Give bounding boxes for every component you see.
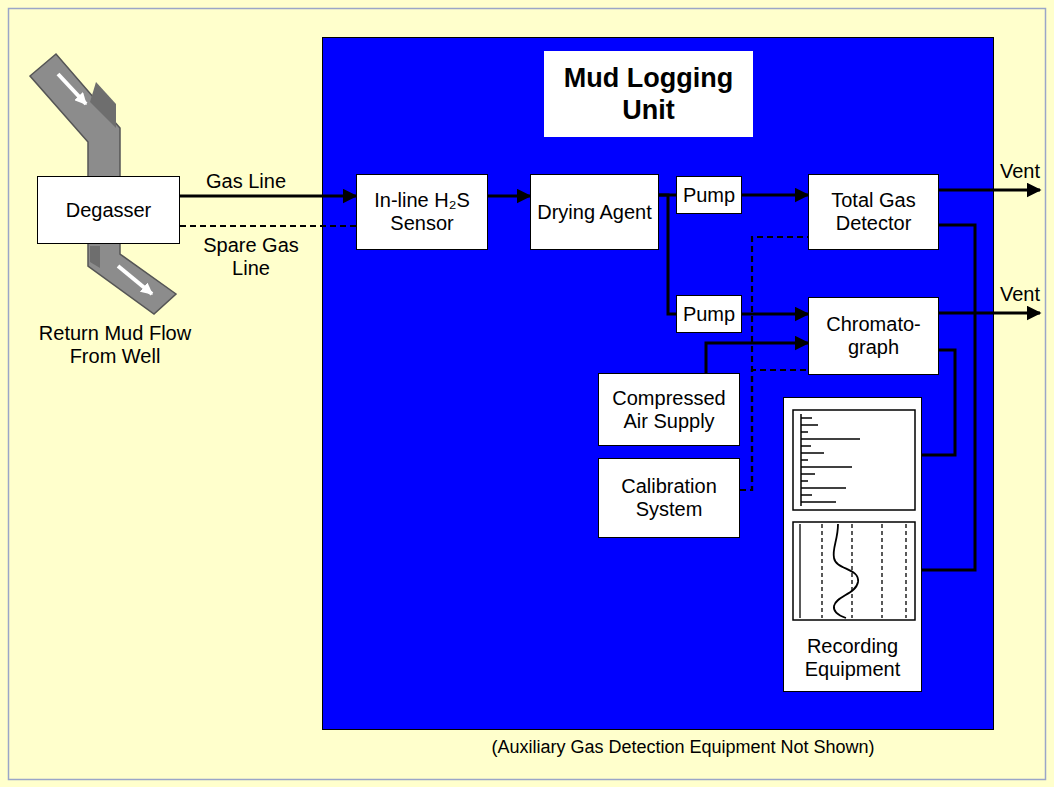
gas-line — [659, 195, 676, 314]
chart-bar — [801, 480, 808, 482]
box-label: In-line H₂S Sensor — [361, 189, 483, 235]
strip-grid-line — [905, 524, 906, 618]
box-label: Drying Agent — [537, 201, 652, 224]
chart-bar — [801, 438, 860, 440]
box-label: Pump — [683, 303, 735, 326]
vent-line — [936, 189, 1040, 192]
chromatogram-chart — [793, 410, 915, 510]
gas-line — [742, 194, 808, 197]
mud-pipe-shade — [90, 246, 100, 268]
gas-line — [706, 343, 808, 373]
detector-box: Total Gas Detector — [808, 174, 939, 250]
note-label: (Auxiliary Gas Detection Equipment Not S… — [413, 737, 953, 758]
strip-chart-grid — [800, 524, 906, 618]
line-label: Spare Gas Line — [203, 234, 299, 280]
box-label: Degasser — [66, 199, 152, 222]
box-label: Total Gas Detector — [813, 189, 934, 235]
page-frame — [9, 9, 1046, 780]
pump-box: Pump — [676, 176, 742, 214]
box-label: Recording Equipment — [788, 635, 917, 681]
vent-label: Vent — [996, 283, 1044, 306]
unit-panel: Mud Logging UnitIn-line H₂S Sensor Drying… — [322, 37, 994, 730]
chart-bar — [801, 452, 824, 454]
gas-line — [922, 225, 975, 570]
chromatogram-peaks — [801, 414, 860, 506]
box-label: Calibration System — [603, 475, 735, 521]
supply-box: Calibration System — [598, 458, 740, 538]
mud-pipe — [88, 242, 176, 314]
detector-box: Chromato- graph — [808, 297, 939, 375]
chart-bar — [801, 424, 818, 426]
unit-title: Mud Logging Unit — [544, 51, 753, 137]
dashed-gas-line — [180, 225, 356, 227]
strip-trace — [834, 524, 859, 618]
strip-grid-line — [881, 524, 882, 618]
supply-box: Compressed Air Supply — [598, 373, 740, 446]
flow-arrow — [58, 74, 86, 104]
gas-line — [180, 195, 356, 198]
degasser-box: Degasser — [37, 176, 180, 244]
chart-bar — [801, 473, 815, 475]
strip-grid-line — [799, 524, 800, 618]
chart-bar — [801, 487, 846, 489]
strip-grid-line — [821, 524, 822, 618]
flow-arrow — [118, 266, 152, 294]
box-label: Pump — [683, 184, 735, 207]
dashed-gas-line — [740, 237, 808, 490]
process-box: Drying Agent — [530, 174, 659, 250]
box-label: Compressed Air Supply — [603, 387, 735, 433]
vent-label: Vent — [996, 160, 1044, 183]
chart-bar — [801, 445, 811, 447]
mud-pipe — [30, 54, 120, 178]
gas-line — [488, 195, 530, 198]
dashed-gas-line — [740, 370, 808, 490]
strip-chart — [793, 522, 915, 620]
recorder-fill — [783, 397, 922, 692]
flow-label: Return Mud Flow From Well — [25, 322, 205, 368]
mud-pipe-shade — [90, 82, 116, 128]
gas-line — [742, 313, 808, 316]
recorder-box: Recording Equipment — [783, 397, 922, 692]
chart-bar — [801, 431, 808, 433]
box-label: Chromato- graph — [813, 313, 934, 359]
chart-bar — [801, 494, 812, 496]
chart-bar — [801, 501, 836, 503]
chart-bar — [801, 459, 808, 461]
line-label: Gas Line — [198, 170, 294, 193]
chart-bar — [801, 466, 852, 468]
process-box: In-line H₂S Sensor — [356, 174, 488, 250]
unit-panel-fill — [322, 37, 994, 730]
chart-bar — [801, 417, 812, 419]
pump-box: Pump — [676, 295, 742, 333]
vent-line — [936, 312, 1040, 315]
